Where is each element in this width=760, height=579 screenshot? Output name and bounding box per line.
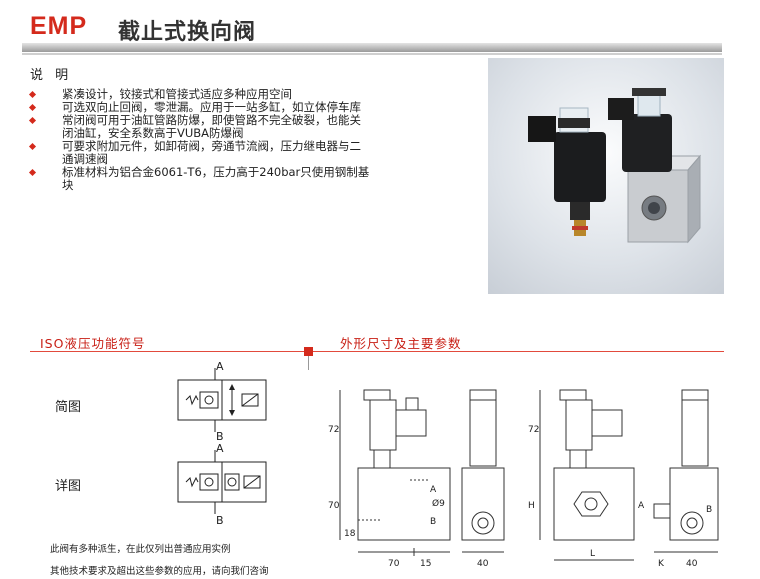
brand-logo: EMP [30,12,88,40]
port-a-dim-label: A [430,485,437,495]
dim-40-label: 40 [477,559,489,569]
description-heading: 说 明 [30,68,73,83]
iso-heading: ISO液压功能符号 [40,336,146,351]
port-b-label: B [216,514,224,527]
bullet-icon [28,90,37,99]
simple-symbol-label: 简图 [55,400,82,415]
header-divider-shadow [22,53,722,55]
dim-70-bottom-label: 70 [388,559,400,569]
bullet-icon [28,103,37,112]
port-a-view4-label: A [638,501,645,511]
dim-40-view4-label: 40 [686,559,698,569]
divider-marker [304,347,313,356]
iso-symbols: A B A B [177,362,267,527]
bullet-icon [28,168,37,177]
port-b-view4-label: B [706,505,712,515]
dim-15-label: 15 [420,559,431,569]
bullet-icon [28,142,37,151]
port-b-dim-label: B [430,517,436,527]
note-derivatives: 此阀有多种派生，在此仅列出普通应用实例 [50,544,231,555]
dim-l-label: L [590,549,595,559]
product-photo [488,58,724,294]
dim-72-label: 72 [328,425,339,435]
header-divider [22,43,722,52]
feature-item: 标准材料为铝合金6061-T6，压力高于240bar只使用钢制基块 [28,166,370,192]
divider-tick [308,356,309,370]
port-b-label: B [216,430,224,443]
feature-item: 常闭阀可用于油缸管路防爆，即使管路不完全破裂，也能关闭油缸，安全系数高于VUBA… [28,114,370,140]
detail-symbol-label: 详图 [55,479,82,494]
dim-70-label: 70 [328,501,340,511]
dimension-drawings: 72 70 18 70 15 A Ø9 B 40 72 H L A B K 40 [328,389,719,569]
dims-heading: 外形尺寸及主要参数 [340,336,462,351]
feature-list: 紧凑设计，铰接式和管接式适应多种应用空间 可选双向止回阀，零泄漏。应用于一站多缸… [28,88,370,192]
dim-k-label: K [658,559,665,569]
bullet-icon [28,116,37,125]
note-consult: 其他技术要求及超出这些参数的应用，请向我们咨询 [50,566,269,577]
dim-dia9-label: Ø9 [432,498,445,509]
port-a-label: A [216,362,224,373]
feature-item: 可要求附加元件，如卸荷阀，旁通节流阀，压力继电器与二通调速阀 [28,140,370,166]
dim-h-label: H [528,501,535,511]
dim-18-label: 18 [344,529,356,539]
dim-72-label-2: 72 [528,425,539,435]
section-divider [30,351,724,352]
feature-item: 可选双向止回阀，零泄漏。应用于一站多缸，如立体停车库 [28,101,370,114]
port-a-label: A [216,442,224,455]
page-title: 截止式换向阀 [118,20,257,45]
feature-item: 紧凑设计，铰接式和管接式适应多种应用空间 [28,88,370,101]
valve-photo-illustration [528,88,702,244]
